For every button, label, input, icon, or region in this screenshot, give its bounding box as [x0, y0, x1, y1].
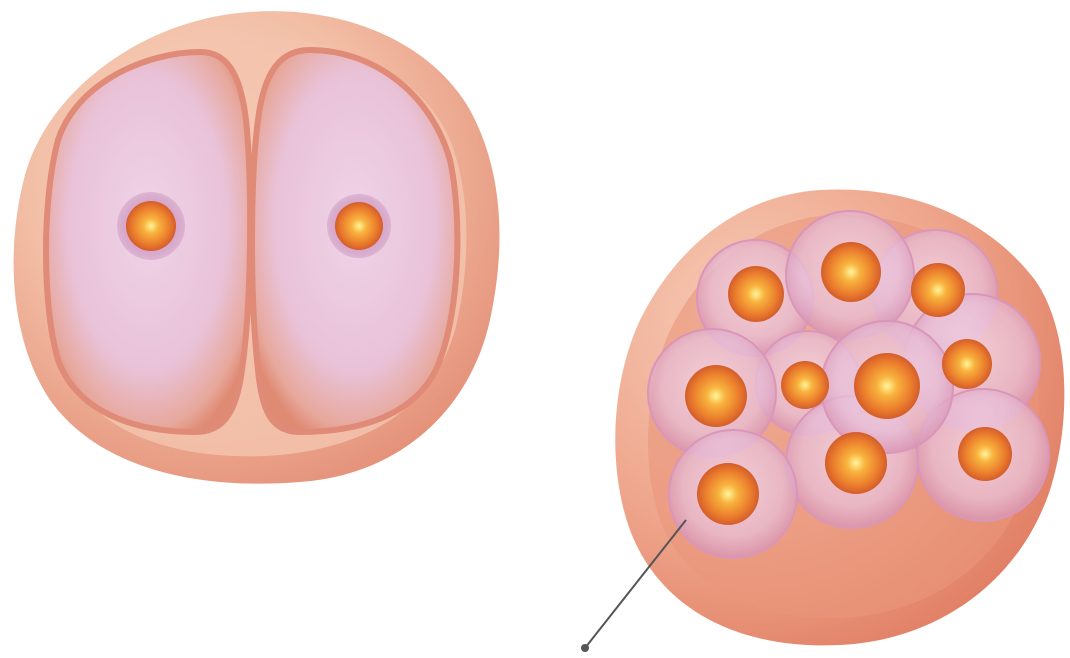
nucleus-8 [825, 432, 887, 494]
nucleus-right [335, 202, 383, 250]
nucleus-4 [728, 266, 784, 322]
nucleus-9 [854, 353, 920, 419]
pointer-dot [581, 644, 589, 652]
nucleus-left [126, 201, 176, 251]
nucleus-5 [821, 242, 881, 302]
nucleus-7 [685, 365, 747, 427]
nucleus-10 [697, 463, 759, 525]
nucleus-2 [942, 339, 992, 389]
multi-cell-embryo [615, 189, 1064, 645]
nucleus-6 [781, 361, 829, 409]
nucleus-1 [911, 263, 965, 317]
two-cell-embryo [14, 11, 500, 484]
nucleus-3 [958, 427, 1012, 481]
